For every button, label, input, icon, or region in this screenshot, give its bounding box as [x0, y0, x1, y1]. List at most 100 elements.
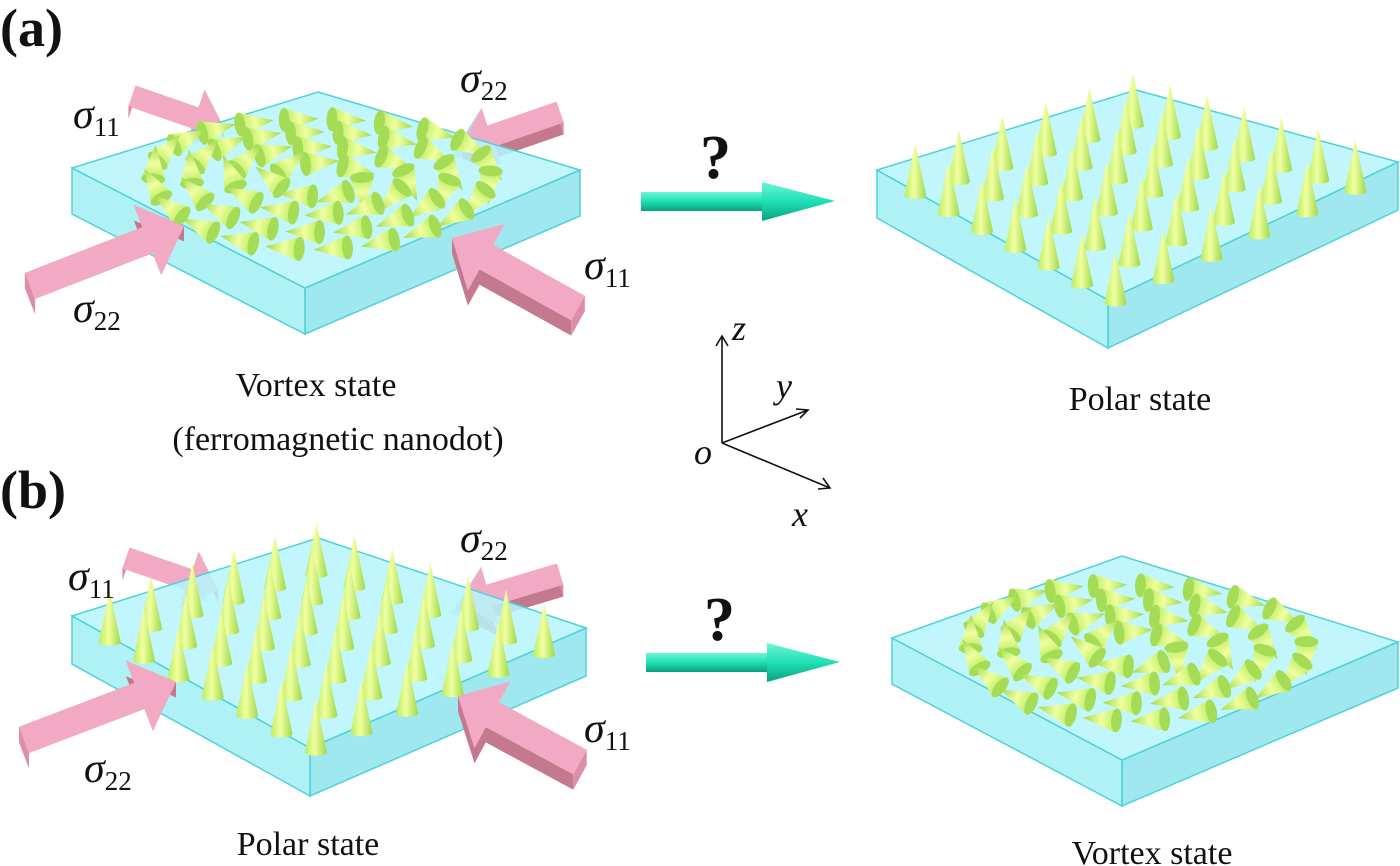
- cone-icon: [1255, 669, 1292, 699]
- cone-icon: [304, 700, 327, 756]
- caption-b-left: Polar state: [237, 826, 380, 863]
- cone-icon: [947, 129, 970, 186]
- cone-icon: [1130, 176, 1153, 232]
- cone-icon: [1082, 708, 1122, 733]
- nanodot-b-left: [19, 522, 589, 798]
- nanodot-a-right: [875, 73, 1400, 350]
- cone-icon: [375, 203, 415, 227]
- vortex-cones: [958, 573, 1319, 733]
- cone-icon: [981, 146, 1004, 202]
- cone-icon: [316, 179, 355, 203]
- cone-icon: [182, 218, 221, 244]
- stress-label-s11-back-a: σ11: [73, 92, 120, 142]
- cone-icon: [405, 626, 428, 682]
- cone-icon: [1248, 184, 1271, 240]
- cone-icon: [255, 166, 291, 198]
- cone-icon: [239, 217, 279, 241]
- cone-icon: [1016, 162, 1039, 219]
- cone-icon: [403, 214, 442, 238]
- cone-icon: [202, 203, 241, 230]
- stress-label-s11-front-a: σ11: [584, 243, 631, 293]
- cone-icon: [1296, 161, 1319, 218]
- cone-icon: [1200, 206, 1223, 262]
- cone-icon: [196, 121, 236, 145]
- cone-icon: [1130, 707, 1171, 732]
- cone-icon: [252, 595, 275, 652]
- nanodot-a-left: [24, 85, 585, 336]
- cone-icon: [278, 184, 319, 209]
- cone-icon: [155, 195, 191, 227]
- transition-arrow-icon: [641, 182, 835, 221]
- cone-icon: [396, 661, 419, 717]
- cone-icon: [1114, 99, 1137, 156]
- cone-icon: [1194, 648, 1228, 684]
- cone-icon: [349, 172, 374, 212]
- cone-icon: [1061, 145, 1084, 202]
- cone-icon: [1149, 686, 1190, 711]
- cone-icon: [998, 647, 1032, 682]
- cone-icon: [1262, 597, 1300, 624]
- cone-icon: [991, 115, 1014, 172]
- cone-icon: [1056, 687, 1097, 712]
- cone-icon: [220, 232, 260, 256]
- stress-label-s22-front-a: σ22: [73, 286, 121, 336]
- cone-icon: [181, 177, 215, 212]
- cone-icon: [1000, 689, 1039, 715]
- cone-icon: [1070, 115, 1093, 171]
- cone-icon: [315, 663, 338, 719]
- cone-icon: [1037, 215, 1060, 271]
- cone-icon: [350, 680, 373, 737]
- cone-icon: [1178, 699, 1218, 724]
- cone-icon: [1019, 674, 1058, 700]
- cone-icon: [409, 188, 446, 219]
- cone-icon: [437, 198, 475, 227]
- cone-icon: [1152, 228, 1175, 285]
- stress-arrow-front-left-b: [19, 660, 176, 769]
- cone-icon: [1034, 101, 1057, 158]
- stress-label-s22-back-a: σ22: [460, 56, 508, 106]
- cone-icon: [285, 220, 325, 245]
- cone-icon: [1149, 604, 1189, 629]
- cone-icon: [1008, 588, 1048, 612]
- cone-icon: [1131, 650, 1171, 673]
- cone-icon: [1041, 612, 1074, 648]
- cone-icon: [413, 136, 452, 163]
- cone-icon: [937, 161, 960, 218]
- cone-icon: [904, 143, 927, 200]
- transition-question-b: ?: [704, 586, 735, 654]
- cone-icon: [1071, 233, 1094, 289]
- cone-icon: [487, 622, 510, 678]
- axis-label-origin: o: [694, 432, 712, 472]
- cone-icon: [450, 607, 473, 664]
- caption-a-left-line1: Vortex state: [236, 367, 397, 404]
- cone-icon: [226, 186, 264, 214]
- nanodot-box: [70, 537, 589, 798]
- cone-icon: [1165, 191, 1188, 247]
- caption-a-right: Polar state: [1069, 381, 1212, 418]
- cone-icon: [377, 125, 417, 150]
- cone-icon: [260, 200, 300, 225]
- cone-icon: [360, 644, 383, 701]
- cone-icon: [299, 152, 340, 176]
- cone-icon: [1220, 686, 1259, 710]
- cone-icon: [288, 612, 311, 668]
- panel-label-b: (b): [0, 460, 66, 520]
- cone-icon: [973, 666, 1009, 698]
- axis-label-y: y: [773, 366, 792, 406]
- polar-cones: [904, 73, 1367, 307]
- cone-icon: [441, 641, 464, 698]
- cone-icon: [416, 117, 456, 141]
- stress-label-s11-front-b: σ11: [584, 706, 631, 756]
- vortex-cones: [141, 107, 503, 261]
- cone-icon: [1150, 623, 1189, 647]
- cone-icon: [1084, 195, 1107, 252]
- cone-icon: [412, 593, 435, 650]
- cone-icon: [1102, 691, 1142, 716]
- cone-icon: [1226, 605, 1264, 631]
- cone-icon: [201, 645, 224, 701]
- cone-icon: [1226, 659, 1262, 690]
- cone-icon: [210, 611, 233, 667]
- cone-icon: [1118, 212, 1141, 268]
- cone-icon: [1151, 112, 1174, 168]
